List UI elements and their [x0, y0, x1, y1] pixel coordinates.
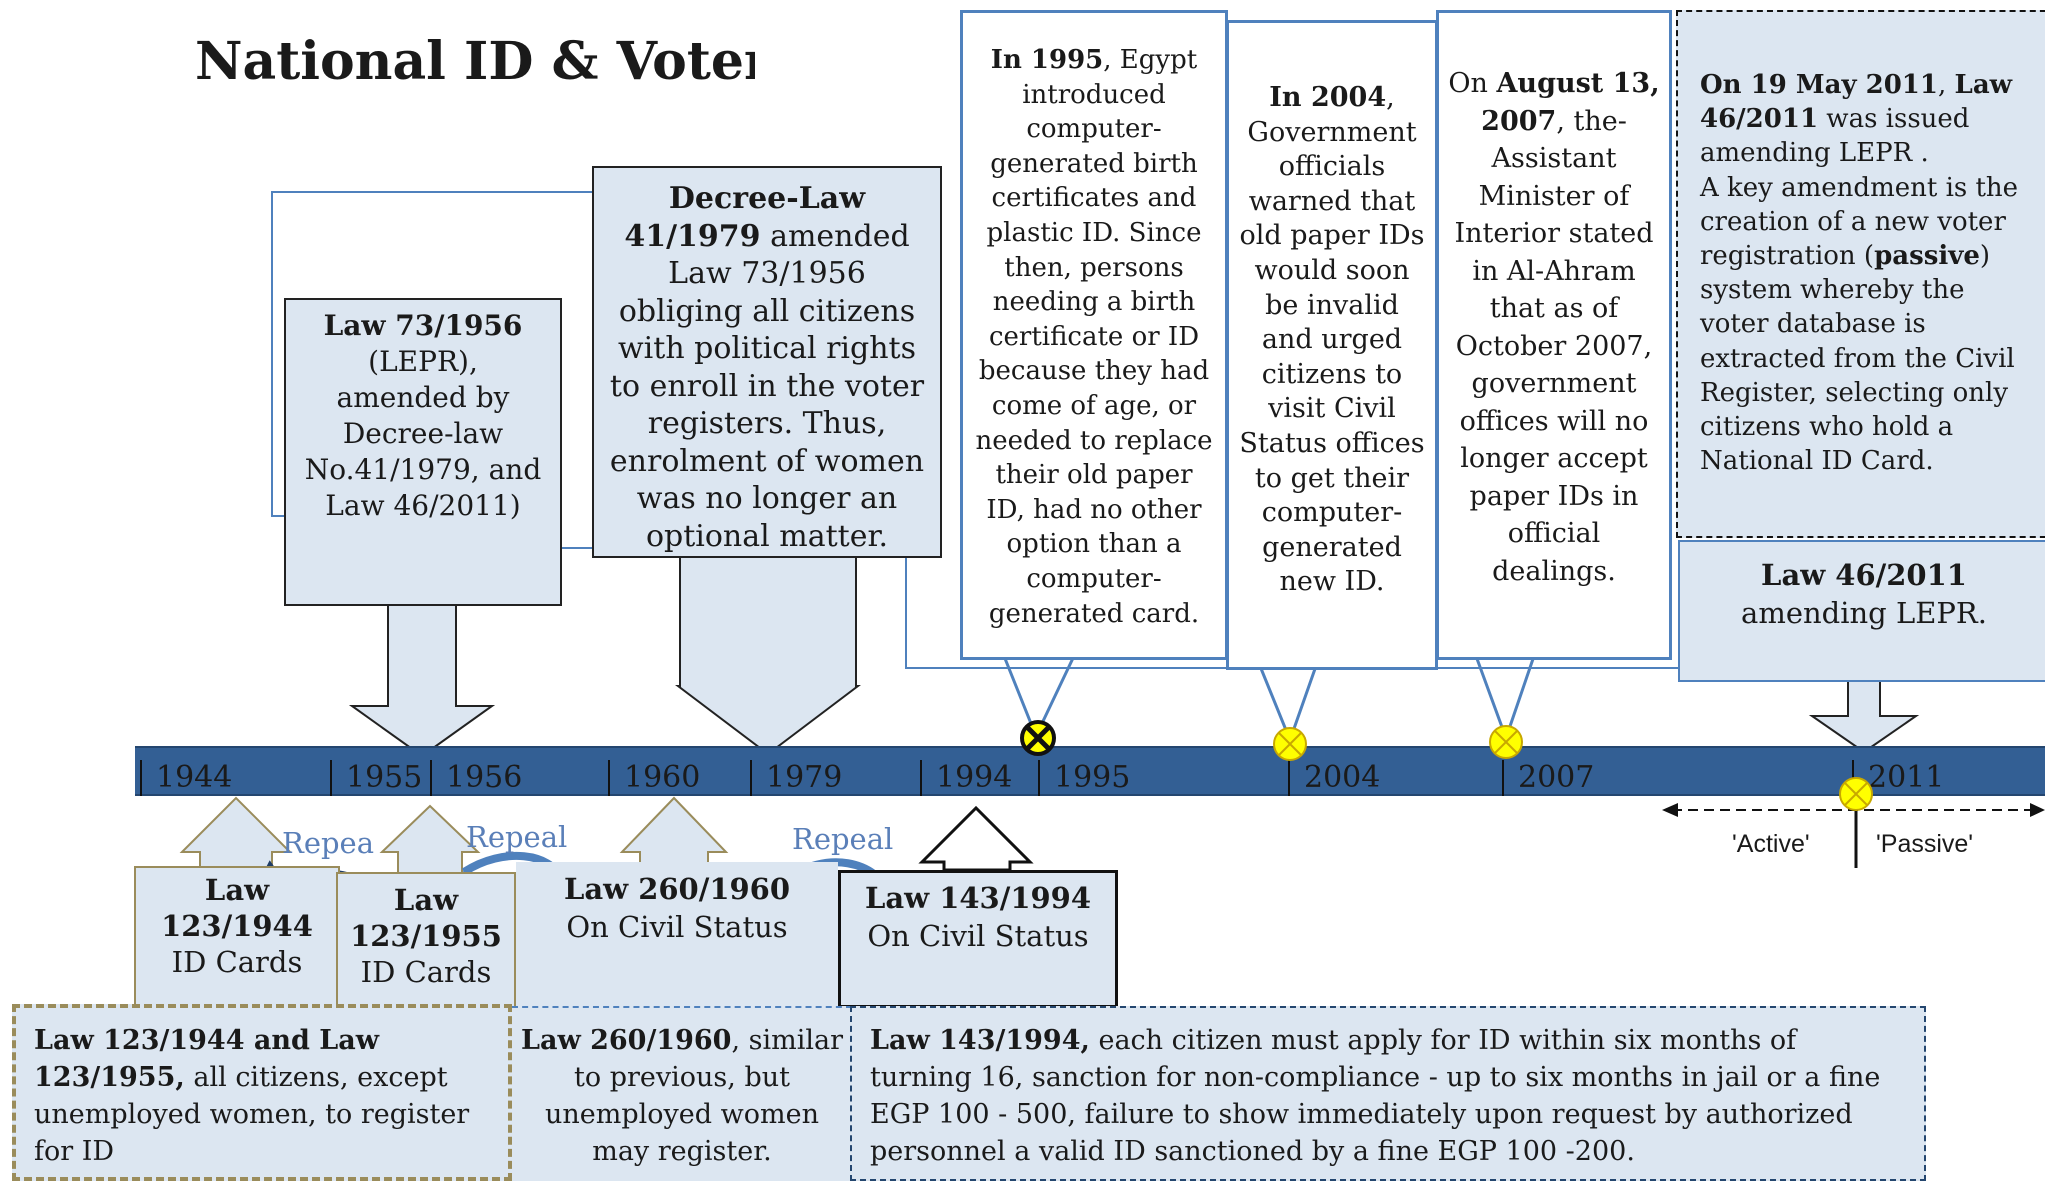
year-label: 1956 — [430, 760, 522, 796]
year-label: 2004 — [1288, 760, 1380, 796]
law73-line: (LEPR), — [368, 345, 478, 378]
y1995-bold: In 1995 — [990, 45, 1104, 75]
note3-bold: Law 143/1994, — [870, 1025, 1090, 1056]
may2011-text1: was issued amending LEPR . — [1700, 104, 1970, 169]
law73-box: Law 73/1956 (LEPR), amended by Decree-la… — [284, 298, 562, 606]
law73-line: Decree-law — [342, 417, 504, 450]
box-may2011: On 19 May 2011, Law 46/2011 was issued a… — [1676, 10, 2045, 538]
decree41-bold: Decree-Law 41/1979 — [624, 181, 866, 254]
year-label: 1955 — [330, 760, 422, 796]
law1944-text: ID Cards — [171, 945, 303, 979]
note1-text: all citizens, except unemployed women, t… — [34, 1062, 470, 1167]
law1944-bold2: 123/1944 — [161, 909, 313, 943]
box-2007: On August 13, 2007, the-Assistant Minist… — [1436, 10, 1672, 660]
box-2004: In 2004, Government officials warned tha… — [1226, 20, 1438, 670]
may2011-date: On 19 May 2011 — [1700, 70, 1938, 100]
law46-bold: Law 46/2011 — [1761, 558, 1967, 592]
law1955-bold1: Law — [393, 883, 459, 917]
may2011-text3: ) system whereby the voter database is e… — [1700, 241, 2015, 477]
y2004-text: , Government officials warned that old p… — [1239, 82, 1425, 598]
law1944-bold1: Law — [204, 873, 270, 907]
up-arrow-1955 — [379, 804, 481, 881]
y2004-bold: In 2004 — [1269, 82, 1387, 113]
may2011-text2: A key amendment is the creation of a new… — [1700, 172, 2019, 272]
year-label: 1979 — [750, 760, 842, 796]
law1955-text: ID Cards — [360, 955, 492, 989]
law46-box: Law 46/2011 amending LEPR. — [1678, 540, 2045, 682]
law1960-box: Law 260/1960 On Civil Status — [516, 862, 838, 1008]
box-1995: In 1995, Egypt introduced computer-gener… — [960, 10, 1228, 660]
year-label: 1944 — [140, 760, 232, 796]
law73-line: Law 46/2011) — [325, 489, 521, 522]
y2007-text: , the-Assistant Minister of Interior sta… — [1454, 105, 1654, 587]
passive-label: 'Passive' — [1876, 830, 1974, 858]
law1944-box: Law 123/1944 ID Cards — [134, 866, 340, 1008]
y1995-text: , Egypt introduced computer-generated bi… — [975, 45, 1213, 629]
year-label: 2007 — [1502, 760, 1594, 796]
law73-line: amended by — [336, 381, 510, 414]
law1994-bold: Law 143/1994 — [864, 881, 1092, 915]
note-1960: Law 260/1960, similar to previous, but u… — [512, 1006, 852, 1181]
law73-line: Law 73/1956 — [323, 309, 523, 342]
law1960-text: On Civil Status — [566, 910, 788, 944]
note-1994: Law 143/1994, each citizen must apply fo… — [850, 1006, 1926, 1181]
law1960-bold: Law 260/1960 — [563, 872, 791, 906]
up-arrow-1994 — [918, 805, 1034, 872]
law1994-box: Law 143/1994 On Civil Status — [838, 870, 1118, 1008]
repeal-label: Repeal — [466, 820, 568, 854]
note1-bold: Law 123/1944 and Law 123/1955, — [34, 1025, 380, 1093]
active-label: 'Active' — [1732, 830, 1810, 858]
repeal-label: Repea — [282, 826, 375, 860]
year-label: 1960 — [608, 760, 700, 796]
decree41-box: Decree-Law 41/1979 amended Law 73/1956 o… — [592, 166, 942, 558]
callout-2004 — [1258, 665, 1318, 745]
note-1944-1955: Law 123/1944 and Law 123/1955, all citiz… — [12, 1004, 512, 1181]
decree-down-arrow-visible — [675, 556, 861, 756]
decree41-text: amended Law 73/1956 obliging all citizen… — [609, 218, 925, 554]
timeline-bar — [135, 746, 2045, 796]
note2-bold: Law 260/1960 — [520, 1025, 732, 1056]
year-label: 2011 — [1852, 760, 1944, 796]
y2007-bold: August 13, 2007 — [1481, 68, 1660, 137]
year-label: 1994 — [920, 760, 1012, 796]
note2-text: , similar to previous, but unemployed wo… — [545, 1025, 844, 1167]
law73-line: No.41/1979, and — [304, 453, 542, 486]
may2011-comma: , — [1938, 70, 1955, 100]
y2007-pre: On — [1448, 68, 1497, 99]
law1955-bold2: 123/1955 — [350, 919, 502, 953]
law1955-box: Law 123/1955 ID Cards — [336, 872, 516, 1008]
law1994-text: On Civil Status — [867, 919, 1089, 953]
page-title: National ID & Voter Registration — [195, 31, 755, 92]
may2011-law: Law 46/2011 — [1700, 70, 2013, 135]
repeal-label: Repeal — [792, 822, 894, 856]
year-label: 1995 — [1038, 760, 1130, 796]
down-arrow-law73 — [348, 605, 496, 758]
may2011-passive: passive — [1874, 241, 1980, 272]
law46-text: amending LEPR. — [1741, 596, 1987, 630]
note3-text: each citizen must apply for ID within si… — [870, 1025, 1881, 1167]
